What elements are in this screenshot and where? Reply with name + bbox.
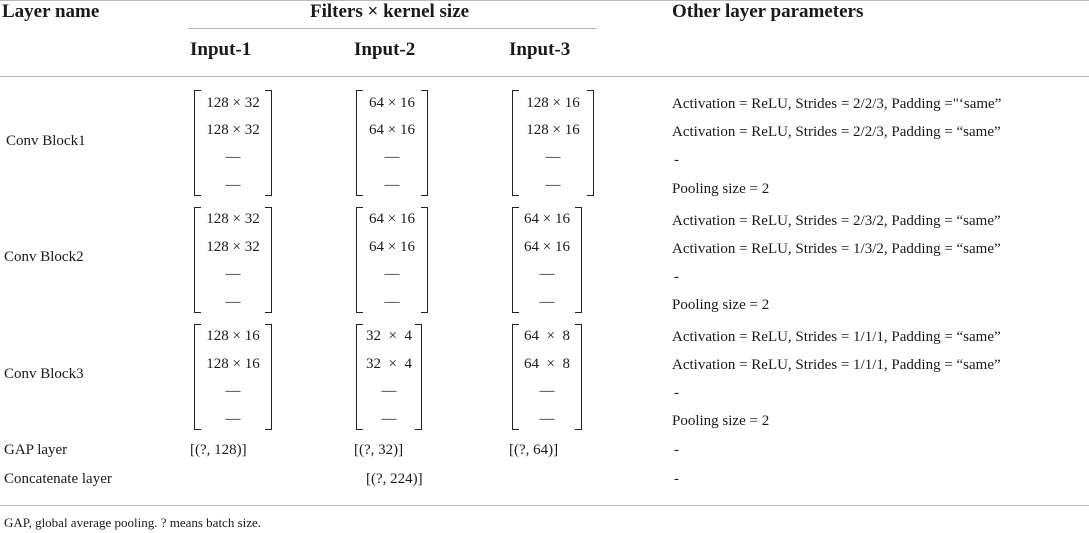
matrix-entry: — <box>225 411 241 427</box>
matrix-entry: — <box>539 383 555 399</box>
header-input-1: Input-1 <box>190 39 252 60</box>
matrix-entry: 128 × 32 <box>206 211 260 227</box>
matrix-entry: 64 × 16 <box>524 211 570 227</box>
gap-input1-value: [(?, 128)] <box>190 442 247 458</box>
matrix-entry: 128 × 16 <box>206 328 260 344</box>
matrix-block2-input1: 128 × 32 128 × 32 — — <box>194 207 272 313</box>
params-block2-line2: Activation = ReLU, Strides = 1/3/2, Padd… <box>672 241 1001 257</box>
matrix-entry: 32 × 4 <box>366 328 412 344</box>
matrix-entry: 128 × 16 <box>526 95 580 111</box>
params-block1-line4: Pooling size = 2 <box>672 181 770 197</box>
matrix-block2-input3: 64 × 16 64 × 16 — — <box>512 207 582 313</box>
params-block1-line3: - <box>674 152 679 168</box>
matrix-entry: — <box>381 383 397 399</box>
params-block2-line1: Activation = ReLU, Strides = 2/3/2, Padd… <box>672 213 1001 229</box>
matrix-entry: — <box>225 294 241 310</box>
matrix-block3-input2: 32 × 4 32 × 4 — — <box>356 324 422 430</box>
matrix-entry: 64 × 8 <box>524 356 570 372</box>
matrix-block2-input2: 64 × 16 64 × 16 — — <box>356 207 428 313</box>
matrix-entry: — <box>225 383 241 399</box>
matrix-entry: — <box>545 149 561 165</box>
block-3-name: Conv Block3 <box>4 366 84 382</box>
concat-value: [(?, 224)] <box>366 471 423 487</box>
header-filters-kernel: Filters × kernel size <box>310 1 470 22</box>
params-block2-line4: Pooling size = 2 <box>672 297 770 313</box>
matrix-entry: 64 × 16 <box>369 211 415 227</box>
matrix-entry: 64 × 16 <box>369 95 415 111</box>
matrix-entry: — <box>384 177 400 193</box>
block-2-name: Conv Block2 <box>4 249 84 265</box>
matrix-block1-input2: 64 × 16 64 × 16 — — <box>356 90 428 196</box>
matrix-entry: — <box>384 266 400 282</box>
params-block3-line3: - <box>674 385 679 401</box>
matrix-entry: 64 × 16 <box>524 239 570 255</box>
matrix-entry: 128 × 16 <box>206 356 260 372</box>
header-input-2: Input-2 <box>354 39 416 60</box>
matrix-entry: 128 × 32 <box>206 95 260 111</box>
header-input-3: Input-3 <box>509 39 571 60</box>
matrix-entry: — <box>545 177 561 193</box>
concat-layer-name: Concatenate layer <box>4 471 112 487</box>
matrix-entry: 128 × 16 <box>526 122 580 138</box>
header-bottom-rule <box>0 76 1089 77</box>
gap-input2-value: [(?, 32)] <box>354 442 404 458</box>
block-1-name: Conv Block1 <box>6 133 86 149</box>
gap-input3-value: [(?, 64)] <box>509 442 559 458</box>
gap-params: - <box>674 442 679 458</box>
table-footnote: GAP, global average pooling. ? means bat… <box>4 515 262 530</box>
matrix-entry: 128 × 32 <box>206 239 260 255</box>
matrix-entry: — <box>384 294 400 310</box>
matrix-block1-input3: 128 × 16 128 × 16 — — <box>512 90 594 196</box>
params-block3-line1: Activation = ReLU, Strides = 1/1/1, Padd… <box>672 329 1001 345</box>
header-other-params: Other layer parameters <box>672 1 864 22</box>
matrix-block3-input3: 64 × 8 64 × 8 — — <box>512 324 582 430</box>
matrix-entry: — <box>384 149 400 165</box>
matrix-entry: — <box>539 411 555 427</box>
params-block1-line2: Activation = ReLU, Strides = 2/2/3, Padd… <box>672 124 1001 140</box>
matrix-entry: 64 × 16 <box>369 122 415 138</box>
params-block3-line2: Activation = ReLU, Strides = 1/1/1, Padd… <box>672 357 1001 373</box>
concat-params: - <box>674 471 679 487</box>
matrix-entry: — <box>225 149 241 165</box>
filters-underline <box>188 28 597 29</box>
matrix-entry: — <box>225 177 241 193</box>
matrix-entry: 64 × 8 <box>524 328 570 344</box>
matrix-block1-input1: 128 × 32 128 × 32 — — <box>194 90 272 196</box>
matrix-entry: 128 × 32 <box>206 122 260 138</box>
params-block2-line3: - <box>674 269 679 285</box>
matrix-entry: — <box>539 294 555 310</box>
matrix-entry: 64 × 16 <box>369 239 415 255</box>
header-layer-name: Layer name <box>2 1 100 22</box>
header-top-rule <box>0 0 1089 1</box>
matrix-block3-input1: 128 × 16 128 × 16 — — <box>194 324 272 430</box>
matrix-entry: 32 × 4 <box>366 356 412 372</box>
gap-layer-name: GAP layer <box>4 442 68 458</box>
matrix-entry: — <box>225 266 241 282</box>
params-block1-line1: Activation = ReLU, Strides = 2/2/3, Padd… <box>672 96 1002 112</box>
matrix-entry: — <box>539 266 555 282</box>
matrix-entry: — <box>381 411 397 427</box>
params-block3-line4: Pooling size = 2 <box>672 413 770 429</box>
table-bottom-rule <box>0 505 1089 506</box>
